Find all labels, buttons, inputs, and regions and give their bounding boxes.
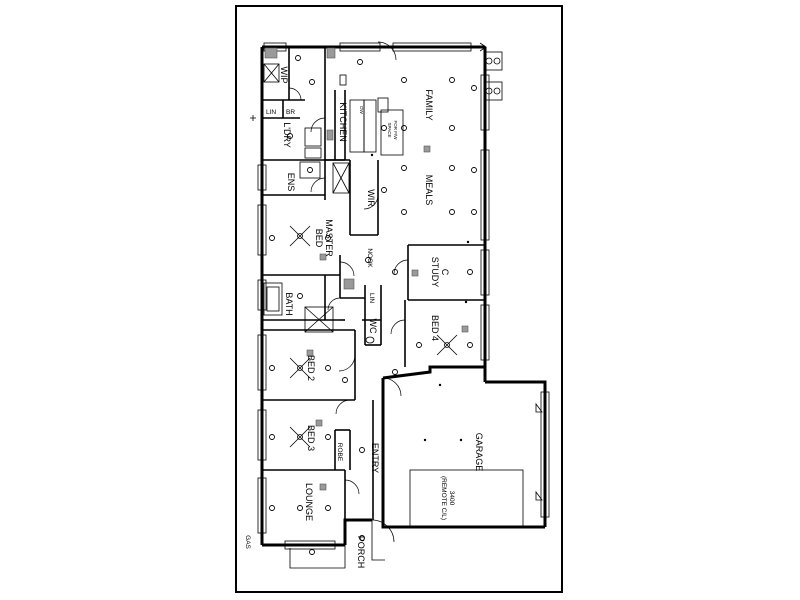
wet-area-fixtures	[263, 47, 375, 344]
fridge-space-label: SPACE	[387, 123, 392, 138]
room-label-garage: GARAGE	[474, 433, 484, 472]
room-label-family: FAMILY	[424, 89, 434, 120]
room-label-bed3: BED 3	[306, 425, 316, 451]
small-fixtures	[250, 42, 543, 501]
room-label-lin: LIN	[266, 109, 276, 116]
outdoor-units	[483, 51, 503, 101]
kitchen-benches	[339, 74, 404, 156]
room-label-wir: WIR	[366, 189, 376, 207]
room-label-meals: MEALS	[424, 175, 434, 206]
room-label-lounge: LOUNGE	[304, 483, 314, 521]
garage-remote-label: (REMOTE C/L)	[440, 476, 447, 520]
gas-label: GAS	[244, 535, 251, 549]
room-label-master-bed: BED	[314, 229, 324, 248]
room-labels: WIP LIN BR L'DRY KITCHEN FAMILY MEALS EN…	[244, 67, 484, 569]
room-label-kitchen: KITCHEN	[338, 102, 348, 142]
room-label-ens: ENS	[286, 173, 296, 192]
garage-door	[409, 469, 524, 527]
page-border	[235, 5, 563, 593]
dishwasher-label: DW	[359, 106, 364, 114]
room-label-robe: ROBE	[336, 443, 343, 462]
room-label-bath: BATH	[284, 292, 294, 315]
room-label-wc: WC	[368, 319, 378, 334]
room-label-wip: WIP	[279, 67, 289, 84]
room-label-study-c: C	[440, 269, 450, 276]
ceiling-lights	[269, 55, 477, 555]
garage-width-label: 3400	[448, 491, 455, 506]
ceiling-fans	[289, 225, 458, 448]
room-label-br: BR	[286, 109, 295, 116]
room-label-bed2: BED 2	[306, 355, 316, 381]
room-label-lin-2: LIN	[368, 293, 375, 303]
room-label-nook: NOOK	[366, 248, 373, 268]
room-label-bed4: BED 4	[430, 315, 440, 341]
windows	[257, 42, 550, 550]
room-label-master: MASTER	[324, 219, 334, 257]
room-label-porch: PORCH	[356, 536, 366, 569]
fridge-fw-label: FOR F/W	[393, 121, 398, 141]
porch	[289, 520, 385, 569]
outer-walls	[260, 45, 547, 547]
room-label-entry: ENTRY	[370, 443, 380, 473]
room-label-study: STUDY	[430, 257, 440, 288]
room-label-laundry: L'DRY	[282, 122, 292, 148]
door-swings	[288, 41, 409, 543]
